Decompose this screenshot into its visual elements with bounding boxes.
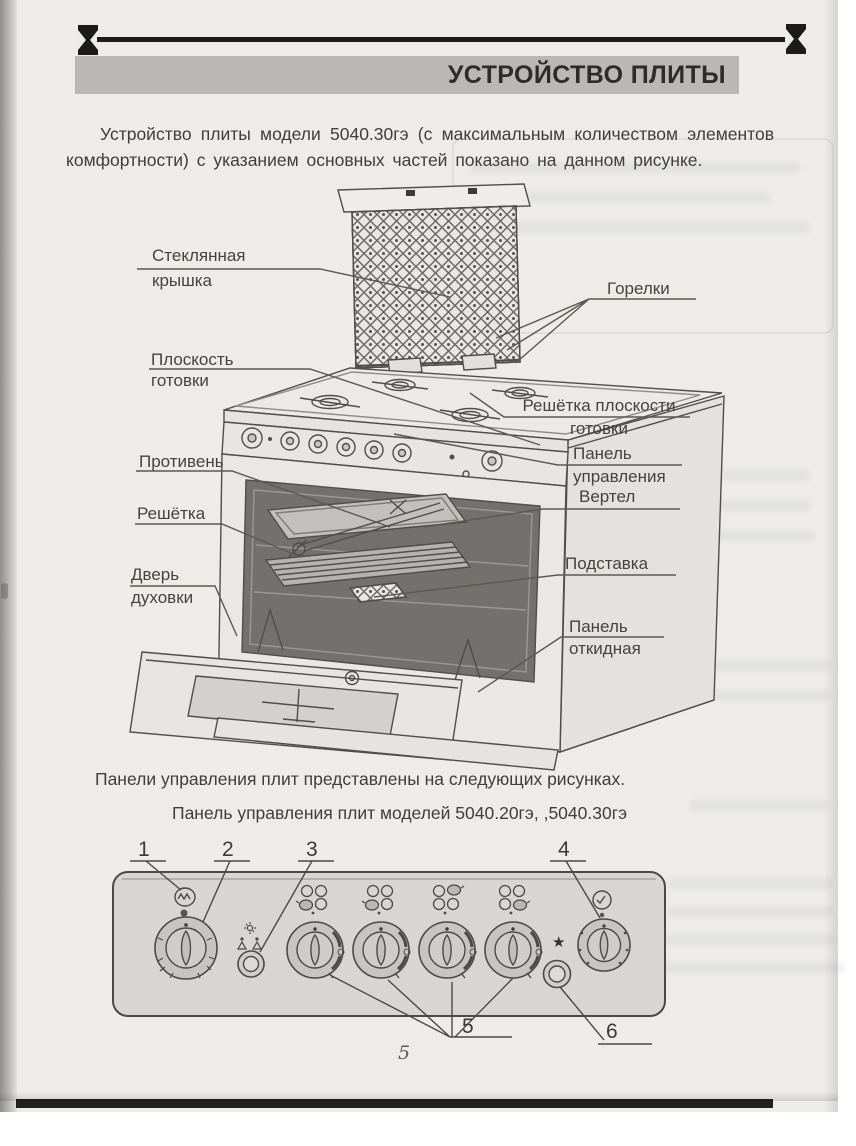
label-cook-surface-2: готовки [151,371,209,390]
intro-paragraph: Устройство плиты модели 5040.30гэ (с мак… [66,124,774,170]
footer-rule [16,1099,773,1108]
label-tray: Противень [139,452,224,471]
label-cook-surface-1: Плоскость [151,350,234,369]
label-oven-door-2: духовки [131,588,194,607]
page-binding-edge [0,0,17,1112]
paper-bottom-shade [0,1092,838,1101]
label-surface-grate-2: готовки [570,419,628,438]
label-oven-door-1: Дверь [131,565,180,584]
label-burners: Горелки [607,279,670,298]
header-rule [97,37,785,42]
paper-edge-shade [824,0,838,1112]
scan-speck [1,583,8,599]
label-stand: Подставка [565,554,649,573]
label-control-panel-2: управления [573,467,666,486]
label-oven-grate: Решётка [137,504,206,523]
label-glass-lid-2: крышка [152,271,213,290]
label-glass-lid-1: Стеклянная [152,246,246,265]
bowtie-ornament-left [78,25,98,55]
label-control-panel-1: Панель [573,444,632,463]
bowtie-ornament-right [786,24,806,54]
caption-models: Панель управления плит моделей 5040.20гэ… [172,803,628,823]
label-folding-panel-1: Панель [569,617,628,636]
page-number: 5 [398,1042,411,1064]
page-title: УСТРОЙСТВО ПЛИТЫ [75,56,739,94]
label-surface-grate-1: Решётка плоскости [522,396,676,415]
label-spit: Вертел [579,487,636,506]
label-folding-panel-2: откидная [569,639,641,658]
caption-panels: Панели управления плит представлены на с… [95,769,626,789]
